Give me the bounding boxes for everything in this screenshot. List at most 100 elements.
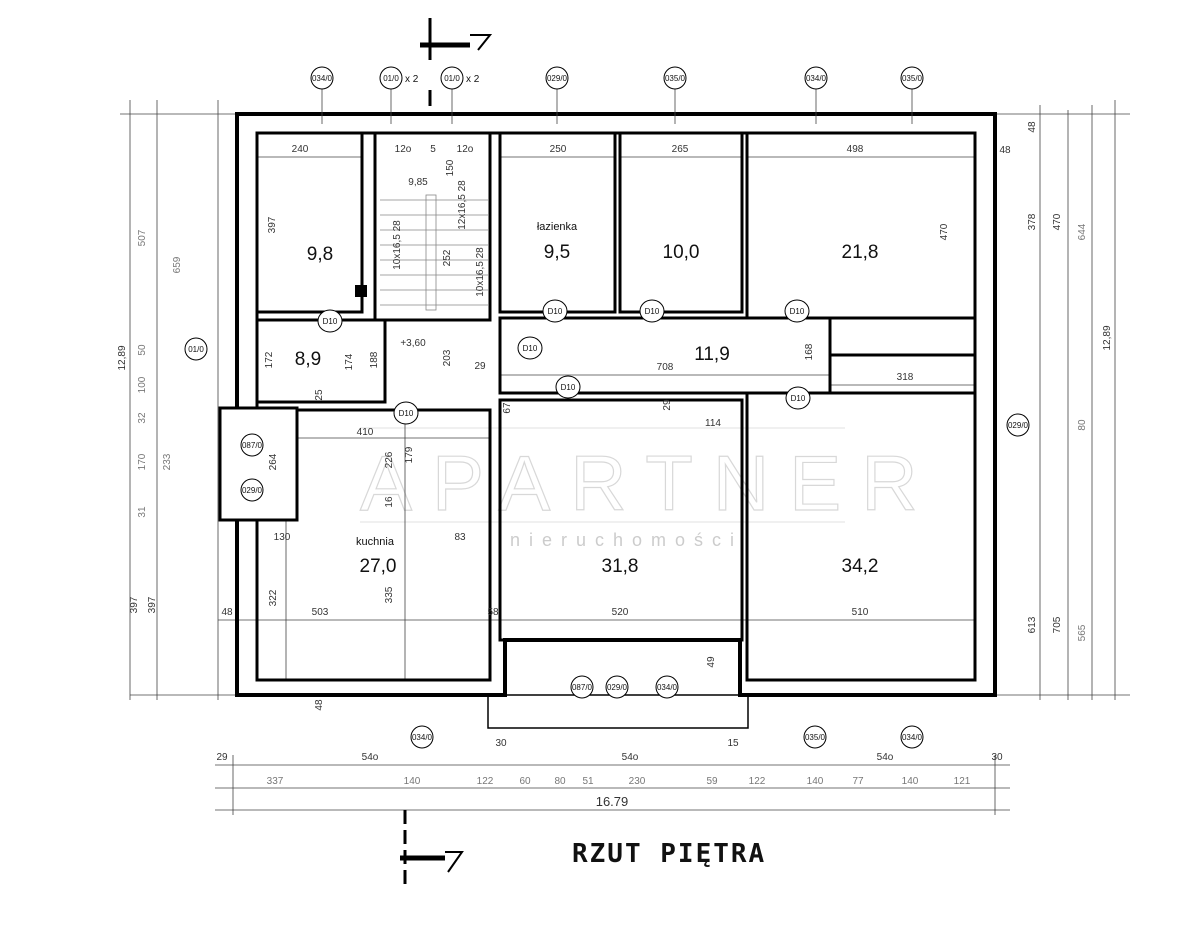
- dimension-label: 520: [612, 607, 629, 618]
- dimension-label: 48: [999, 145, 1011, 156]
- room-9: [745, 391, 977, 682]
- window-tag-marker: [240, 433, 264, 457]
- dimension-label: 12o: [457, 144, 474, 155]
- dimension-label: 50: [137, 344, 148, 356]
- dimension-label: 318: [897, 372, 914, 383]
- dimension-label: 12x16,5 28: [457, 180, 468, 230]
- dimension-lines: [120, 100, 1130, 815]
- room-kitchen: [255, 408, 492, 682]
- door-tag-marker: [517, 336, 543, 360]
- door-tag-label: D10: [645, 307, 660, 316]
- dimension-label: 54o: [877, 752, 894, 763]
- window-tag-marker: [900, 725, 924, 749]
- window-tag-label: 087/0: [242, 441, 263, 450]
- window-tag-marker: [900, 66, 924, 90]
- dimension-label: 174: [344, 353, 355, 370]
- window-tag-label: 034/0: [806, 74, 827, 83]
- window-tag-label: 01/0: [188, 345, 204, 354]
- window-tag-marker: [804, 66, 828, 90]
- dimension-label: 659: [172, 256, 183, 273]
- dimension-label: 16: [384, 496, 395, 508]
- dimension-label: 10x16,5 28: [475, 247, 486, 297]
- room-area: 8,9: [295, 349, 321, 370]
- dimension-label: 705: [1052, 616, 1063, 633]
- dimension-label: 29: [216, 752, 228, 763]
- dimension-label: 397: [267, 216, 278, 233]
- window-tag-label: 035/0: [665, 74, 686, 83]
- dimension-label: 170: [137, 453, 148, 470]
- walls: [218, 112, 997, 729]
- room-area: 11,9: [694, 344, 730, 365]
- dimension-label: 15: [727, 738, 739, 749]
- dimension-label: 378: [1027, 213, 1038, 230]
- dimension-label: 250: [550, 144, 567, 155]
- door-tag-label: D10: [790, 307, 805, 316]
- watermark-brand: APARTNER: [360, 439, 938, 527]
- dimension-label: 168: [804, 343, 815, 360]
- watermark: APARTNER nieruchomości: [359, 427, 938, 550]
- door-tag-label: D10: [523, 344, 538, 353]
- door-tag-label: D10: [791, 394, 806, 403]
- dimension-label: 10x16,5 28: [392, 220, 403, 270]
- dimension-label: 252: [442, 249, 453, 266]
- dimension-label: 233: [162, 453, 173, 470]
- window-tag-label: 029/0: [242, 486, 263, 495]
- window-tag-label: 029/0: [607, 683, 628, 692]
- watermark-sub: nieruchomości: [510, 530, 743, 550]
- dimension-label: 337: [267, 776, 284, 787]
- door-tag-label: D10: [399, 409, 414, 418]
- window-tag-label: 034/0: [312, 74, 333, 83]
- room-8: [498, 398, 744, 642]
- window-tag-label: 029/0: [1008, 421, 1029, 430]
- room-4: [745, 131, 977, 320]
- dimension-label: 179: [404, 446, 415, 463]
- window-tag-label: 087/0: [572, 683, 593, 692]
- corridor: [498, 316, 832, 395]
- window-tag-marker: [570, 675, 594, 699]
- multiplier: x 2: [405, 74, 419, 85]
- window-tag-marker: [663, 66, 687, 90]
- door-tag-marker: [393, 401, 419, 425]
- window-tag-marker: [655, 675, 679, 699]
- window-tag-label: 035/0: [902, 74, 923, 83]
- dimension-label: 644: [1077, 223, 1088, 240]
- window-tag-label: 034/0: [412, 733, 433, 742]
- dimension-label: 230: [629, 776, 646, 787]
- dimension-label: 58: [487, 607, 499, 618]
- dimension-label: 708: [657, 362, 674, 373]
- window-tag-marker: [184, 337, 208, 361]
- dimension-label: 12,89: [117, 345, 128, 370]
- window-tag-label: 029/0: [547, 74, 568, 83]
- door-tag-label: D10: [323, 317, 338, 326]
- dimension-label: 60: [519, 776, 531, 787]
- room-name: łazienka: [537, 221, 578, 233]
- dimension-label: 203: [442, 349, 453, 366]
- door-tag-label: D10: [561, 383, 576, 392]
- dimension-label: 498: [847, 144, 864, 155]
- dimension-label: 122: [749, 776, 766, 787]
- room-1: [255, 131, 364, 314]
- dimension-label: 32: [137, 412, 148, 424]
- room-3: [618, 131, 744, 314]
- window-tag-marker: [310, 66, 334, 90]
- dimension-label: 30: [495, 738, 507, 749]
- window-tag-marker: [545, 66, 569, 90]
- staircase: [373, 131, 492, 322]
- dimension-label: 470: [939, 223, 950, 240]
- dimension-label: 48: [1027, 121, 1038, 133]
- dimension-label: 510: [852, 607, 869, 618]
- dimension-label: 49: [706, 656, 717, 668]
- door-tag-marker: [785, 386, 811, 410]
- dimension-label: 29: [662, 399, 673, 411]
- door-tag-marker: [639, 299, 665, 323]
- dimension-label: 410: [357, 427, 374, 438]
- dimension-label: 30: [991, 752, 1003, 763]
- room-area: 34,2: [842, 556, 879, 577]
- dimension-label: 29: [474, 361, 486, 372]
- dimension-label: 335: [384, 586, 395, 603]
- window-tag-label: 034/0: [902, 733, 923, 742]
- door-tag-marker: [784, 299, 810, 323]
